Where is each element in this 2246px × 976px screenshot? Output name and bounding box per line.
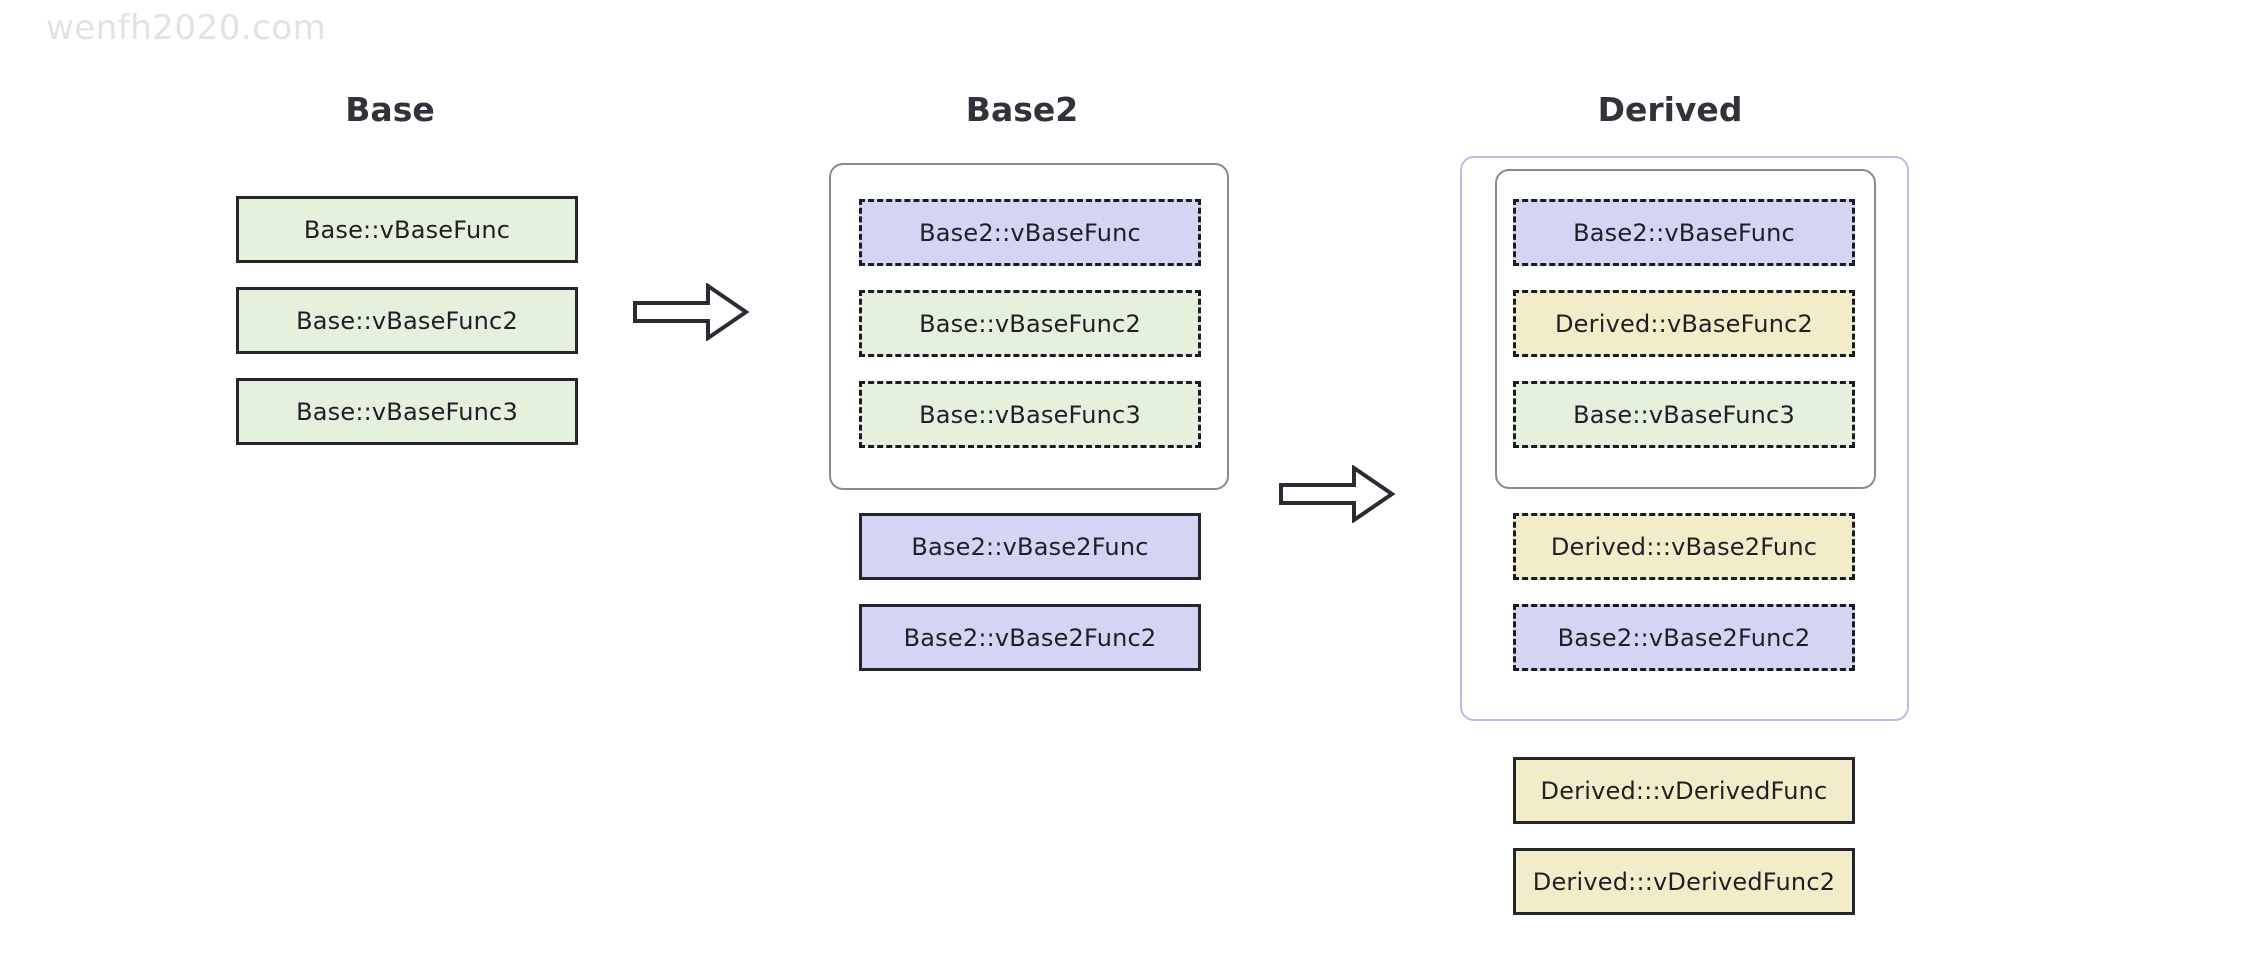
column-title-derived: Derived [1597, 90, 1743, 129]
base2-vtable-entry-2[interactable]: Base::vBaseFunc3 [859, 381, 1201, 448]
base2-own-vtable-entry-1[interactable]: Base2::vBase2Func2 [859, 604, 1201, 671]
site-watermark: wenfh2020.com [46, 8, 327, 48]
derived-inherited-base-slice-group [1495, 169, 1876, 489]
derived-own-vtable-entry-1[interactable]: Derived:::vDerivedFunc2 [1513, 848, 1855, 915]
base2-vtable-entry-1[interactable]: Base::vBaseFunc2 [859, 290, 1201, 357]
column-title-base2: Base2 [965, 90, 1079, 129]
base2-inherited-base-slice-group [829, 163, 1229, 490]
derived-inherited-base2-slice-group [1460, 156, 1909, 721]
column-title-base: Base [345, 90, 435, 129]
derived-vtable-entry-2[interactable]: Base::vBaseFunc3 [1513, 381, 1855, 448]
derived-vtable-entry-4[interactable]: Base2::vBase2Func2 [1513, 604, 1855, 671]
derived-own-vtable-entry-0[interactable]: Derived:::vDerivedFunc [1513, 757, 1855, 824]
base-vtable-entry-2[interactable]: Base::vBaseFunc3 [236, 378, 578, 445]
base-vtable-entry-1[interactable]: Base::vBaseFunc2 [236, 287, 578, 354]
derived-vtable-entry-0[interactable]: Base2::vBaseFunc [1513, 199, 1855, 266]
derived-vtable-entry-3[interactable]: Derived:::vBase2Func [1513, 513, 1855, 580]
derived-vtable-entry-1[interactable]: Derived::vBaseFunc2 [1513, 290, 1855, 357]
base2-vtable-entry-0[interactable]: Base2::vBaseFunc [859, 199, 1201, 266]
arrow-base2-to-derived [1278, 465, 1396, 523]
base2-own-vtable-entry-0[interactable]: Base2::vBase2Func [859, 513, 1201, 580]
base-vtable-entry-0[interactable]: Base::vBaseFunc [236, 196, 578, 263]
arrow-base-to-base2 [632, 283, 750, 341]
